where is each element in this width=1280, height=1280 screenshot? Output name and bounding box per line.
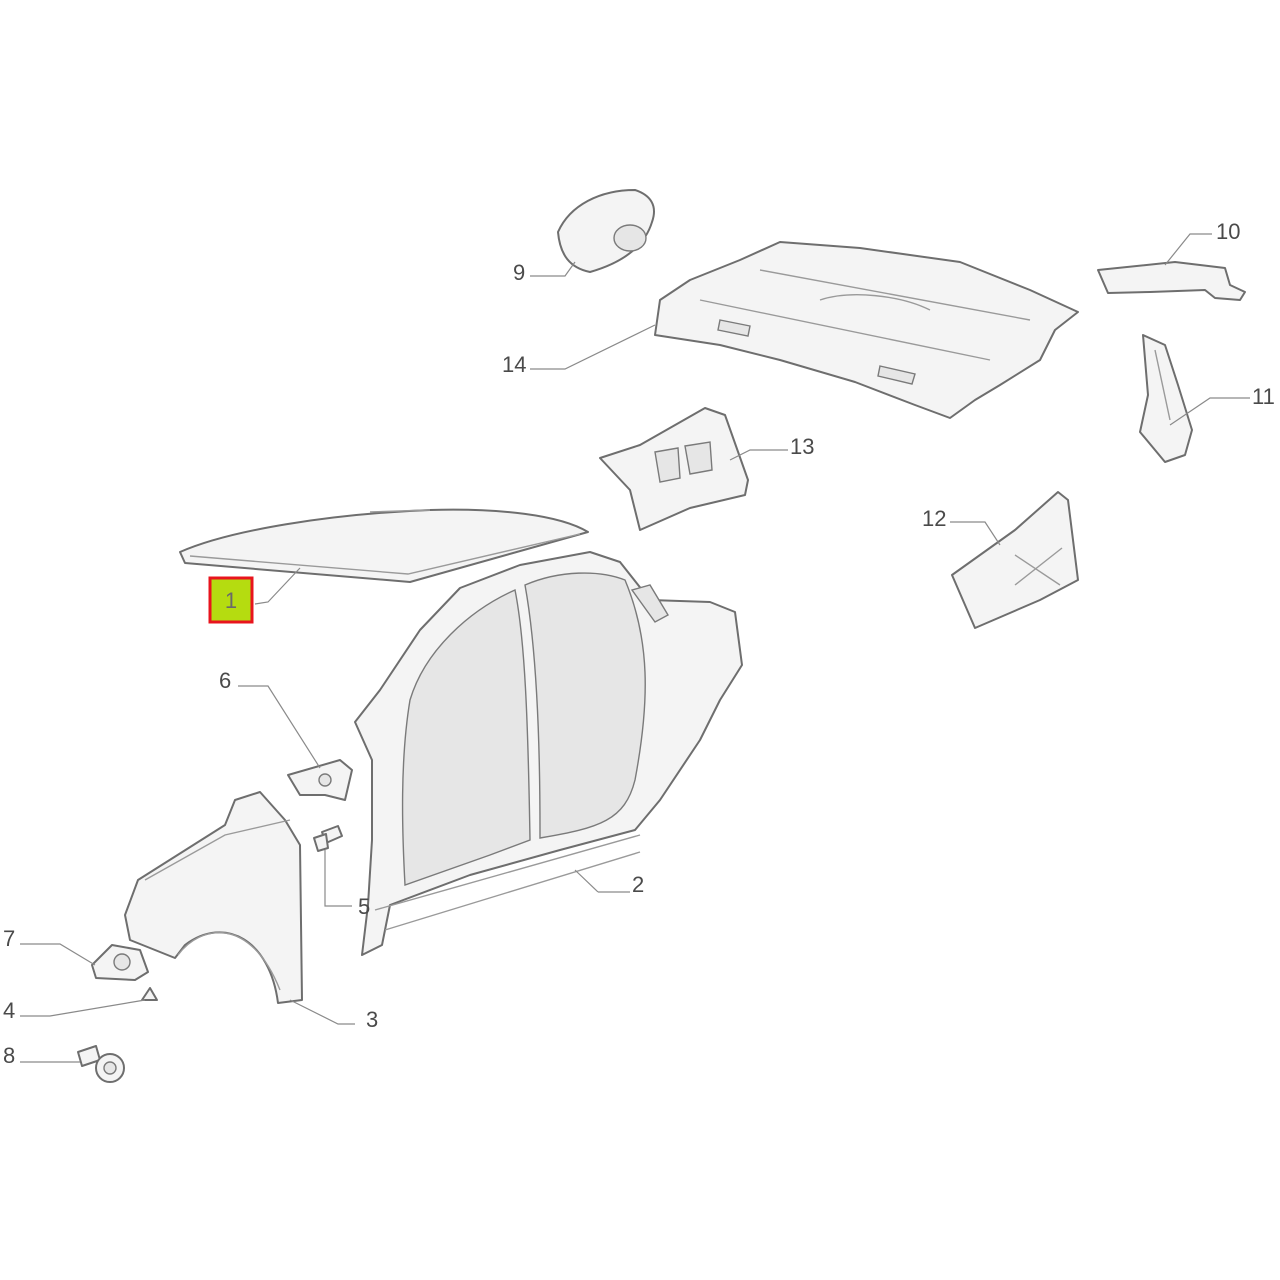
roof-panel[interactable] (179, 508, 589, 583)
front-fender[interactable] (124, 791, 303, 1004)
callout-11[interactable]: 11 (1252, 384, 1275, 409)
callout-10[interactable]: 10 (1216, 219, 1240, 244)
rear-pillar-reinforcement[interactable] (1139, 334, 1193, 463)
rear-floor-panel[interactable] (654, 241, 1079, 419)
callout-9[interactable]: 9 (513, 260, 525, 285)
callout-7[interactable]: 7 (3, 926, 15, 951)
callout-6[interactable]: 6 (219, 668, 231, 693)
callout-2[interactable]: 2 (632, 872, 644, 897)
body-side-frame[interactable] (354, 551, 743, 956)
fender-bracket[interactable] (287, 759, 353, 801)
fender-screw[interactable] (77, 1045, 125, 1083)
callout-14[interactable]: 14 (502, 352, 526, 377)
leader-lines (20, 233, 1250, 1063)
callout-1[interactable]: 1 (208, 576, 254, 624)
callout-13[interactable]: 13 (790, 434, 814, 459)
inner-wheelhouse-panel[interactable] (951, 491, 1079, 629)
side-reinforcement-panel[interactable] (599, 407, 749, 531)
callout-4[interactable]: 4 (3, 998, 15, 1023)
callout-3[interactable]: 3 (366, 1007, 378, 1032)
fender-bolt[interactable] (313, 825, 343, 852)
fuel-filler-housing[interactable] (557, 189, 655, 273)
callout-12[interactable]: 12 (922, 506, 946, 531)
callout-1-label: 1 (225, 588, 237, 613)
rear-rail-member[interactable] (1097, 261, 1246, 301)
callout-8[interactable]: 8 (3, 1043, 15, 1068)
callout-5[interactable]: 5 (358, 894, 370, 919)
fender-support-bracket[interactable] (91, 944, 149, 981)
fender-clip[interactable] (141, 987, 158, 1001)
